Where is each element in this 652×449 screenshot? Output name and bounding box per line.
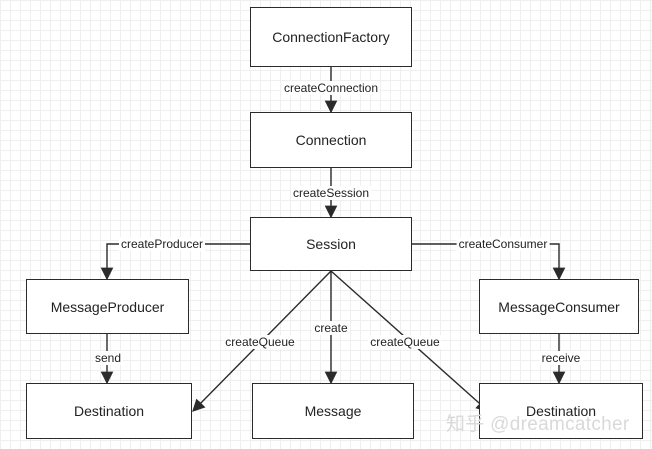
label-create-connection: createConnection (281, 81, 381, 95)
label-send: send (92, 351, 124, 365)
label-receive: receive (539, 351, 583, 365)
node-destination-left: Destination (26, 383, 192, 439)
label-create-consumer: createConsumer (456, 237, 550, 251)
node-session: Session (250, 217, 412, 271)
node-destination-right: Destination (479, 383, 643, 439)
node-message-consumer: MessageConsumer (479, 279, 639, 334)
label-create-session: createSession (290, 186, 372, 200)
label-create-queue-left: createQueue (223, 335, 297, 349)
watermark: 知乎 @dreamcatcher (446, 414, 630, 435)
node-message: Message (252, 383, 414, 439)
node-connection-factory: ConnectionFactory (250, 7, 412, 67)
node-connection: Connection (250, 112, 412, 168)
label-create: create (312, 321, 350, 335)
label-create-queue-right: createQueue (368, 335, 442, 349)
label-create-producer: createProducer (118, 237, 206, 251)
node-message-producer: MessageProducer (26, 279, 189, 334)
